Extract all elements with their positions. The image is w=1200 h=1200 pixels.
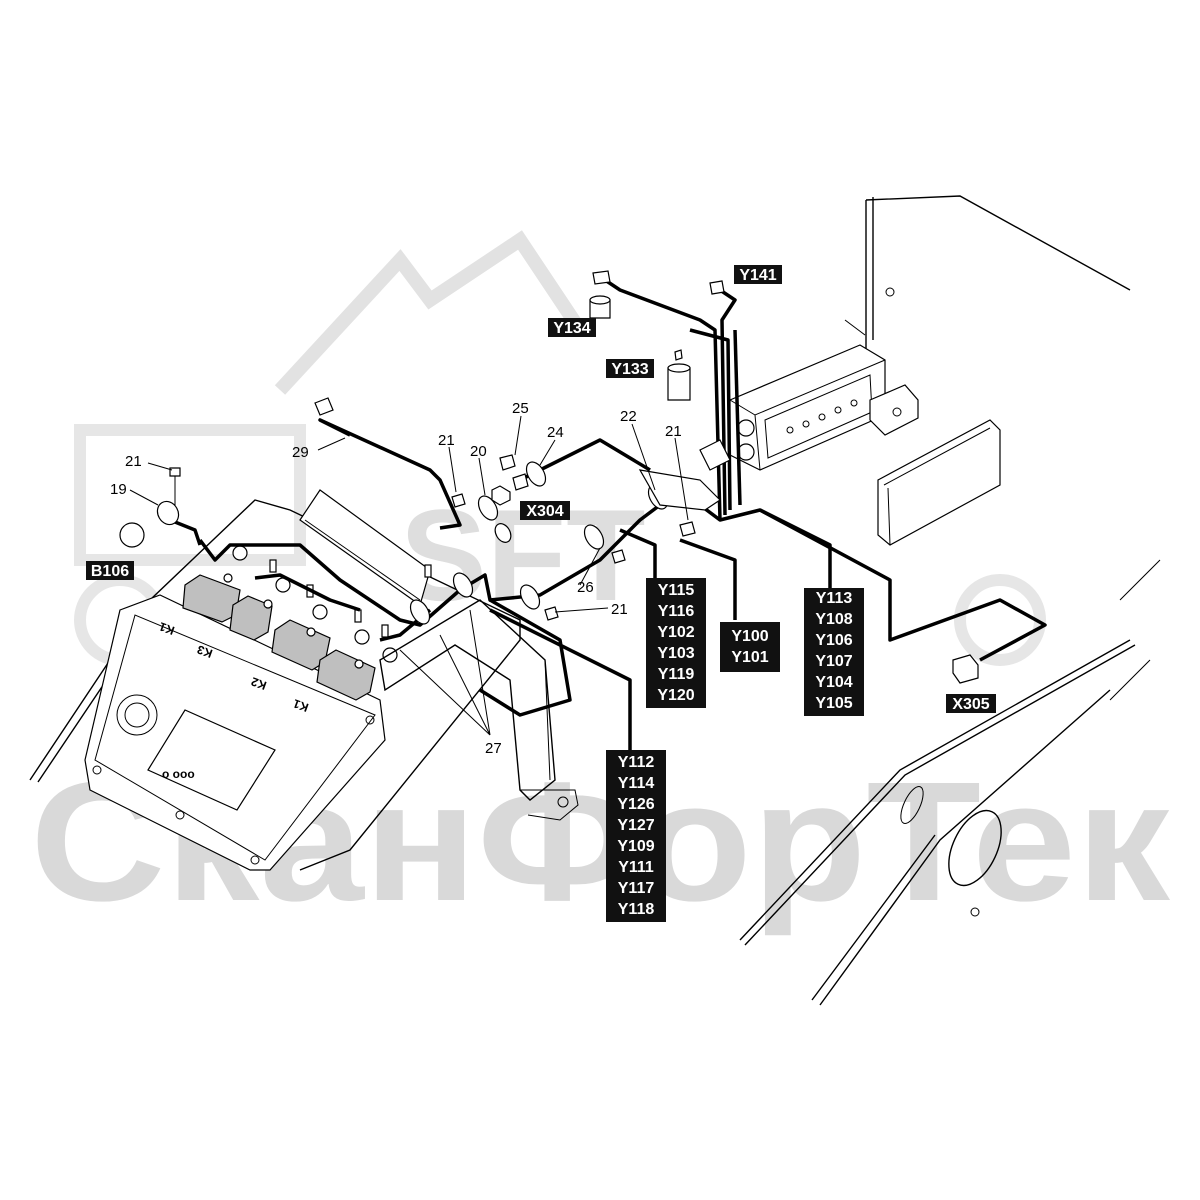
- cab-frame: [739, 195, 1161, 1006]
- part-number-26: 26: [577, 579, 594, 596]
- tag-stack-item: Y100: [731, 628, 768, 645]
- svg-text:B106: B106: [91, 563, 129, 580]
- part-number-21: 21: [125, 453, 142, 470]
- junction-box: [729, 344, 1001, 546]
- part-number-19: 19: [110, 481, 127, 498]
- part-number-21: 21: [665, 423, 682, 440]
- tag-stack-item: Y116: [658, 603, 695, 620]
- tag-stack-item: Y118: [618, 901, 655, 918]
- relay-label-k1-bottom: K1: [291, 696, 311, 715]
- wiring-harness: [169, 278, 1047, 750]
- tag-stack-item: Y127: [617, 817, 654, 834]
- svg-text:X304: X304: [526, 503, 563, 520]
- connector-tag-y133: Y133: [606, 359, 654, 378]
- tag-stack-item: Y111: [618, 859, 654, 876]
- part-number-20: 20: [470, 443, 487, 460]
- tag-stack-group4: Y112 Y114 Y126 Y127 Y109 Y111 Y117 Y118: [606, 750, 666, 922]
- tag-stack-item: Y120: [657, 687, 694, 704]
- tag-stack-item: Y102: [657, 624, 694, 641]
- svg-text:Y133: Y133: [611, 361, 648, 378]
- tag-stack-item: Y117: [618, 880, 655, 897]
- connector-tag-y134: Y134: [548, 318, 596, 337]
- tag-stack-item: Y112: [618, 754, 655, 771]
- relay-label-k3: K3: [195, 642, 215, 661]
- tag-stack-item: Y106: [815, 632, 852, 649]
- part-number-27: 27: [485, 740, 502, 757]
- part-number-21: 21: [611, 601, 628, 618]
- tag-stack-item: Y108: [815, 611, 852, 628]
- connector-tag-x305: X305: [946, 694, 996, 713]
- fasteners: [223, 545, 432, 669]
- tag-stack-item: Y104: [815, 674, 852, 691]
- tag-stack-item: Y101: [731, 649, 768, 666]
- mounting-bracket: [379, 599, 579, 821]
- tag-stack-item: Y103: [657, 645, 694, 662]
- part-number-24: 24: [547, 424, 564, 441]
- tag-stack-item: Y107: [815, 653, 852, 670]
- tag-stack-item: Y115: [658, 582, 695, 599]
- relay-block: [229, 595, 273, 641]
- tag-stack-group1: Y115 Y116 Y102 Y103 Y119 Y120: [646, 578, 706, 708]
- control-unit: o ooo: [29, 489, 521, 871]
- tag-stack-group3: Y113 Y108 Y106 Y107 Y104 Y105: [804, 588, 864, 716]
- part-number-21: 21: [438, 432, 455, 449]
- part-number-labels: 21 19 29 21 20 25 24 22 21 26 21 27: [110, 400, 682, 757]
- svg-text:X305: X305: [952, 696, 989, 713]
- harness-components: [119, 270, 979, 684]
- tag-stack-group2: Y100 Y101: [720, 622, 780, 672]
- tag-stack-item: Y119: [658, 666, 695, 683]
- part-number-22: 22: [620, 408, 637, 425]
- tag-stack-item: Y113: [816, 590, 853, 607]
- connector-tags: B106 X304 Y134 Y133 Y141 X305: [86, 265, 996, 713]
- connector-tag-b106: B106: [86, 561, 134, 580]
- tag-stack-item: Y126: [617, 796, 654, 813]
- serial-dots: o ooo: [162, 767, 195, 781]
- connector-tag-x304: X304: [520, 501, 570, 520]
- relay-label-k1-top: K1: [157, 619, 177, 638]
- leader-lines: [129, 415, 689, 736]
- relay-label-k2: K2: [249, 674, 269, 693]
- tag-stack-item: Y114: [618, 775, 655, 792]
- tag-stack-item: Y109: [617, 838, 654, 855]
- svg-text:Y141: Y141: [739, 267, 776, 284]
- tag-stack-item: Y105: [815, 695, 852, 712]
- connector-tag-y141: Y141: [734, 265, 782, 284]
- part-number-29: 29: [292, 444, 309, 461]
- svg-text:Y134: Y134: [553, 320, 590, 337]
- part-number-25: 25: [512, 400, 529, 417]
